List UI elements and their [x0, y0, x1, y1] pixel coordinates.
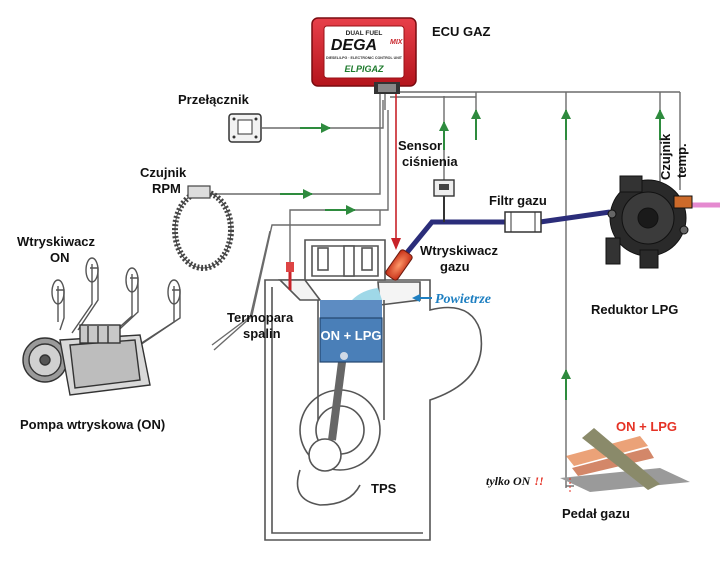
- lpg-reducer: [605, 175, 693, 269]
- ecu-label: ECU GAZ: [432, 24, 491, 39]
- gas-injector-label-2: gazu: [440, 259, 470, 274]
- thermocouple-label-2: spalin: [243, 326, 281, 341]
- switch: [228, 113, 262, 143]
- air-inlet: [412, 294, 432, 302]
- thermocouple-label-1: Termopara: [227, 310, 294, 325]
- switch-label: Przełącznik: [178, 92, 250, 107]
- air-label: Powietrze: [435, 292, 491, 307]
- injector-control-line: [391, 82, 401, 250]
- gas-pedal-label: Pedał gazu: [562, 506, 630, 521]
- pressure-sensor-label-2: ciśnienia: [402, 154, 458, 169]
- injection-pump: [22, 324, 151, 396]
- rpm-sensor: [172, 185, 234, 271]
- diesel-injectors: [51, 257, 181, 349]
- combustion-chamber: [320, 288, 382, 318]
- temp-sensor-label-2: temp.: [674, 143, 689, 178]
- temp-sensor-label-1: Czujnik: [658, 133, 673, 180]
- gas-line: [403, 202, 720, 257]
- piston: [319, 317, 383, 363]
- gas-filter-label: Filtr gazu: [489, 193, 547, 208]
- thermocouple: [286, 262, 294, 290]
- rpm-label-1: Czujnik: [140, 165, 187, 180]
- cylinder-on-lpg: ON + LPG: [320, 328, 381, 343]
- tps-label: TPS: [371, 481, 397, 496]
- diesel-injector-label-2: ON: [50, 250, 70, 265]
- engine-block: [264, 239, 483, 541]
- gas-injector: [385, 249, 413, 281]
- only-on-mark: !!: [534, 474, 543, 488]
- diesel-injector-label-1: Wtryskiwacz: [17, 234, 96, 249]
- pressure-sensor-label-1: Sensor: [398, 138, 442, 153]
- ecu-maker: ELPIGAZ: [344, 64, 384, 74]
- pressure-sensor: [433, 179, 455, 222]
- rpm-label-2: RPM: [152, 181, 181, 196]
- reducer-label: Reduktor LPG: [591, 302, 678, 317]
- ecu-brand: DEGA: [331, 37, 377, 54]
- ecu-brand-suffix: MIX: [390, 39, 404, 46]
- gas-injector-label-1: Wtryskiwacz: [420, 243, 499, 258]
- gas-filter: [504, 211, 542, 233]
- pedal-on-lpg: ON + LPG: [616, 419, 677, 434]
- gas-pedal: [560, 428, 690, 492]
- injection-pump-label: Pompa wtryskowa (ON): [20, 417, 165, 432]
- only-on-label: tylko ON!!: [486, 474, 544, 488]
- ecu-unit: DUAL FUEL DEGA MIX DIESEL/LPG · ELECTRON…: [311, 17, 417, 94]
- ecu-top-text: DUAL FUEL: [346, 30, 383, 37]
- signal-arrows: [280, 109, 665, 400]
- only-on-text: tylko ON: [486, 474, 532, 488]
- ecu-small-text: DIESEL/LPG · ELECTRONIC CONTROL UNIT: [326, 56, 403, 60]
